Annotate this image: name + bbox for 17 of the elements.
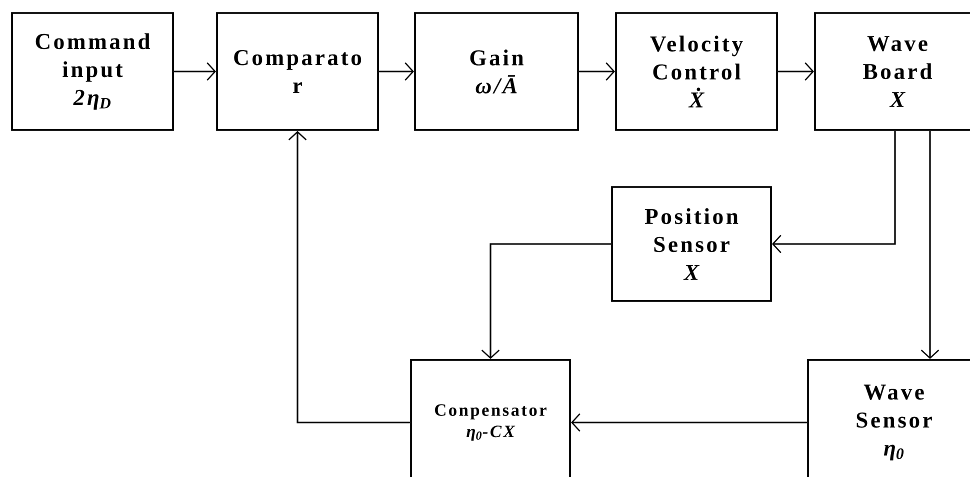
arrow — [288, 130, 410, 424]
arrow — [772, 130, 896, 254]
arrow — [778, 62, 814, 81]
arrow — [578, 62, 616, 81]
arrow — [481, 243, 612, 360]
block-box: Command input 2η$_{D}$ — [11, 12, 174, 131]
block-box: Conpensator η$_{0}$-CX — [410, 359, 571, 477]
block-box: Velocity Control Ẋ — [615, 12, 778, 131]
arrow — [570, 413, 808, 432]
block-box: Position Sensor X — [611, 186, 772, 302]
block-box: Comparato r — [216, 12, 379, 131]
block-box: Wave Board X — [814, 12, 970, 131]
arrow — [378, 62, 414, 81]
arrow — [920, 130, 940, 360]
block-box: Gain ω/Ā — [414, 12, 579, 131]
arrow — [174, 62, 216, 81]
block-box: Wave Sensor η$_{0}$ — [807, 359, 970, 477]
